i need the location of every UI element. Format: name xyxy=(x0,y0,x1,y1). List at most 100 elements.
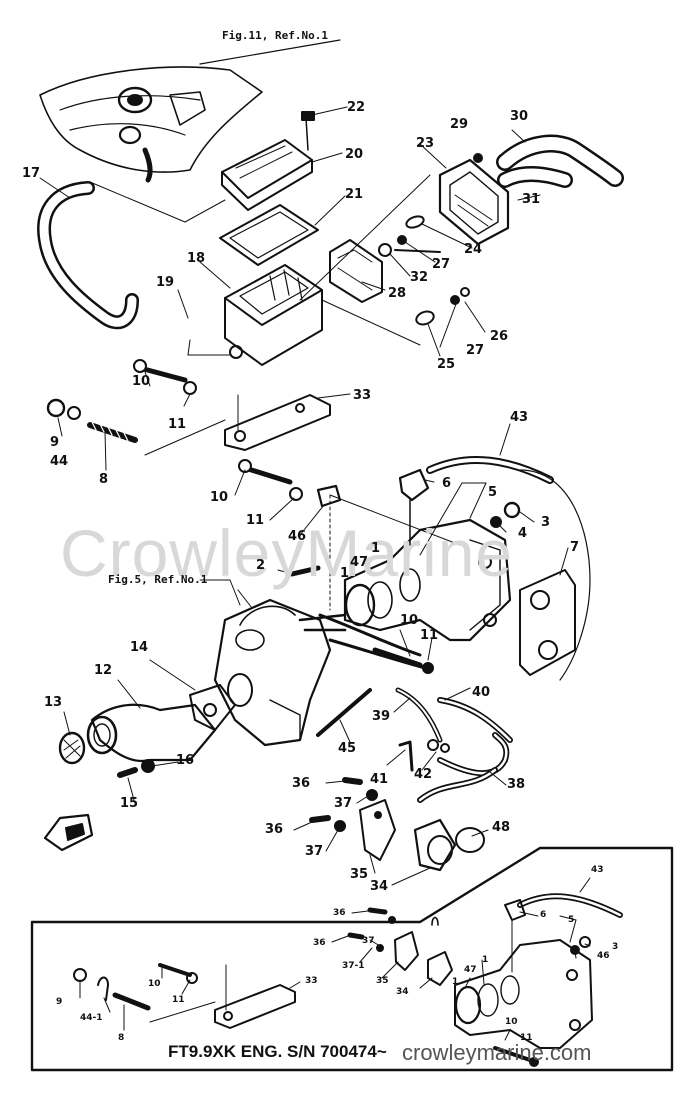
part-label: 32 xyxy=(410,270,429,285)
part-label: 35 xyxy=(350,867,369,882)
part-label: 46 xyxy=(288,529,307,544)
part-label: 4 xyxy=(518,526,528,541)
part-label: 22 xyxy=(347,100,366,115)
part-label: 35 xyxy=(376,976,389,986)
silencer-cover-20 xyxy=(221,139,313,211)
part-label: 34 xyxy=(396,987,409,997)
part-label: 16 xyxy=(176,753,195,768)
part-label: 3 xyxy=(541,515,551,530)
part-label: 13 xyxy=(44,695,63,710)
part-label: 44 xyxy=(50,454,69,469)
part-label: 31 xyxy=(522,192,541,207)
part-label: 38 xyxy=(507,777,526,792)
fuel-pump xyxy=(359,799,485,872)
part-label: 10 xyxy=(505,1017,518,1027)
screen-13 xyxy=(58,731,86,765)
intake-manifold xyxy=(343,518,512,642)
part-label: 11 xyxy=(172,995,185,1005)
reed-gasket-28 xyxy=(329,239,383,303)
part-label: 46 xyxy=(597,951,610,961)
part-label: 36 xyxy=(333,908,346,918)
part-label: 26 xyxy=(490,329,509,344)
part-label: 36 xyxy=(265,822,284,837)
part-label: 36 xyxy=(292,776,311,791)
part-label: 14 xyxy=(130,640,149,655)
part-label: 9 xyxy=(50,435,60,450)
part-label: 2 xyxy=(256,558,266,573)
part-label: 5 xyxy=(488,485,498,500)
intake-duct-12 xyxy=(86,703,217,763)
part-label: 37 xyxy=(305,844,324,859)
part-label: 42 xyxy=(414,767,433,782)
part-label: 9 xyxy=(56,997,63,1007)
part-label: 11 xyxy=(246,513,265,528)
part-label: 11 xyxy=(168,417,187,432)
part-label: 36 xyxy=(313,938,326,948)
part-label: 10 xyxy=(148,979,161,989)
leader-lines-inset xyxy=(79,877,591,1041)
part-label: 39 xyxy=(372,709,391,724)
part-label: 40 xyxy=(472,685,491,700)
part-label: 21 xyxy=(345,187,364,202)
part-label: 3 xyxy=(612,942,619,952)
part-label: 48 xyxy=(492,820,511,835)
part-label: 8 xyxy=(118,1033,125,1043)
part-label: 8 xyxy=(99,472,109,487)
gasket-21 xyxy=(219,204,319,266)
part-label: 10 xyxy=(210,490,229,505)
leader-lines-top xyxy=(39,106,541,357)
part-label: 25 xyxy=(437,357,456,372)
part-label: 20 xyxy=(345,147,364,162)
part-label: 18 xyxy=(187,251,206,266)
part-label: 7 xyxy=(570,540,580,555)
part-label: 37-1 xyxy=(342,961,365,971)
figure-ref-mid: Fig.5, Ref.No.1 xyxy=(108,573,208,586)
part-label: 33 xyxy=(353,388,372,403)
leader-fig5 xyxy=(199,579,241,606)
reed-valve-23 xyxy=(438,158,510,246)
part-label: 43 xyxy=(591,865,604,875)
part-label: 30 xyxy=(510,109,529,124)
part-label: 45 xyxy=(338,741,357,756)
part-label: 27 xyxy=(466,343,485,358)
part-label: 37 xyxy=(362,936,375,946)
part-label: 6 xyxy=(540,910,547,920)
part-label: 47 xyxy=(464,965,477,975)
part-label: 27 xyxy=(432,257,451,272)
figure-ref-top: Fig.11, Ref.No.1 xyxy=(222,29,328,42)
part-label: 33 xyxy=(305,976,318,986)
gasket-7 xyxy=(519,569,576,676)
engine-cover-fragment xyxy=(39,39,341,183)
inset-caption: FT9.9XK ENG. S/N 700474~ xyxy=(168,1042,387,1061)
carburetor xyxy=(213,598,347,747)
leader-lines-mid xyxy=(57,371,569,886)
part-label: 1 xyxy=(371,541,381,556)
silencer-body-18 xyxy=(224,264,323,366)
part-label: 41 xyxy=(370,772,389,787)
inset-box xyxy=(30,846,674,1072)
part-label: 1 xyxy=(340,566,350,581)
part-label: 17 xyxy=(22,166,41,181)
part-label: 10 xyxy=(400,613,419,628)
part-label: 34 xyxy=(370,879,389,894)
part-label: 10 xyxy=(132,374,151,389)
inset-parts xyxy=(73,893,623,1067)
part-label: 44-1 xyxy=(80,1013,103,1023)
part-label: 19 xyxy=(156,275,175,290)
part-label: 29 xyxy=(450,117,469,132)
part-label: 12 xyxy=(94,663,113,678)
part-label: 6 xyxy=(442,476,452,491)
bracket-33 xyxy=(224,394,331,451)
part-label: 28 xyxy=(388,286,407,301)
part-label: 11 xyxy=(420,628,439,643)
watermark: CrowleyMarine xyxy=(60,516,514,590)
part-label: 37 xyxy=(334,796,353,811)
forward-arrow-icon xyxy=(43,813,94,852)
part-label: 1 xyxy=(482,955,489,965)
part-label: 11 xyxy=(520,1033,533,1043)
part-label: 1 xyxy=(452,977,459,987)
part-label: 5 xyxy=(568,915,575,925)
part-label: 15 xyxy=(120,796,139,811)
